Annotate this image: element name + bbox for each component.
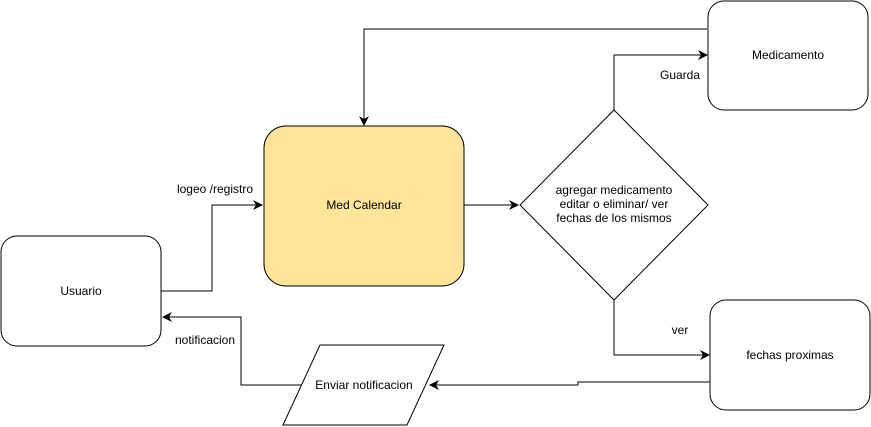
edge-label-notificacion: notificacion: [175, 333, 235, 347]
fechas-proximas-label: fechas proximas: [746, 348, 833, 362]
med-calendar-label: Med Calendar: [326, 198, 401, 212]
edge-medicamento-to-medcalendar: [359, 28, 707, 126]
medicamento-node[interactable]: Medicamento: [707, 0, 869, 111]
edge-decision-to-fechas: [613, 300, 710, 360]
edge-notificacion-to-usuario: [162, 312, 303, 386]
edge-label-ver: ver: [672, 323, 689, 337]
medicamento-label: Medicamento: [752, 48, 824, 62]
edge-fechas-to-notificacion: [429, 380, 710, 390]
decision-label-line-2: editar o eliminar/ ver: [560, 197, 669, 211]
fechas-proximas-node[interactable]: fechas proximas: [709, 299, 871, 411]
decision-label-line-1: agregar medicamento: [556, 183, 673, 197]
edge-decision-to-medicamento: [613, 50, 708, 110]
enviar-notificacion-node[interactable]: Enviar notificacion: [282, 344, 445, 426]
med-calendar-node[interactable]: Med Calendar: [263, 125, 465, 287]
decision-node[interactable]: agregar medicamento editar o eliminar/ v…: [519, 109, 709, 301]
enviar-notificacion-label: Enviar notificacion: [315, 378, 412, 392]
edge-label-login: logeo /registro: [177, 182, 253, 196]
usuario-node[interactable]: Usuario: [0, 235, 162, 347]
decision-label-line-3: fechas de los mismos: [556, 211, 671, 225]
edges: [161, 28, 710, 390]
edge-usuario-to-medcalendar: [161, 200, 263, 292]
usuario-label: Usuario: [60, 284, 102, 298]
edge-label-guarda: Guarda: [660, 68, 700, 82]
